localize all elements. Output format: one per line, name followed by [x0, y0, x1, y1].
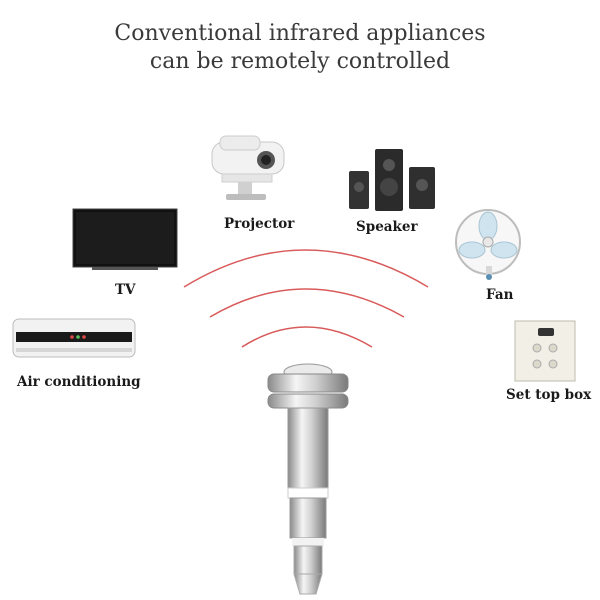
projector-label: Projector: [224, 216, 295, 232]
tv-label: TV: [115, 282, 136, 298]
projector-image: [211, 135, 285, 200]
set-top-box-label: Set top box: [506, 387, 592, 403]
air-conditioning-label: Air conditioning: [17, 374, 141, 390]
signal-arc-inner: [241, 326, 373, 348]
fan-label: Fan: [486, 287, 514, 303]
infrared-signal-arcs: [183, 249, 429, 348]
page-title: Conventional infrared appliances can be …: [0, 20, 600, 76]
air-conditioning-image: [12, 318, 136, 358]
speaker-label: Speaker: [356, 219, 418, 235]
signal-arc-middle: [209, 288, 405, 318]
tv-image: [72, 208, 178, 270]
signal-arc-outer: [183, 249, 429, 288]
title-line-1: Conventional infrared appliances: [114, 21, 486, 46]
speaker-image: [349, 149, 435, 211]
infrared-emitter-plug: [267, 363, 349, 595]
title-line-2: can be remotely controlled: [149, 49, 451, 74]
set-top-box-image: [514, 320, 576, 382]
fan-image: [455, 209, 521, 280]
